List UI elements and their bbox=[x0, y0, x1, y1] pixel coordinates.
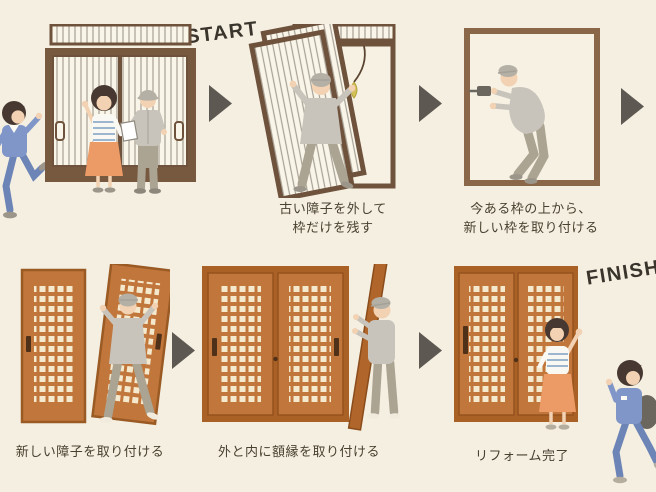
woman-figure bbox=[537, 318, 583, 430]
step-3-caption: 今ある枠の上から、 新しい枠を取り付ける bbox=[446, 199, 616, 237]
door-handle bbox=[463, 326, 468, 354]
caption-line: 外と内に額縁を取り付ける bbox=[218, 444, 381, 459]
step-3-illustration bbox=[464, 28, 600, 188]
caption-line: 新しい枠を取り付ける bbox=[463, 220, 599, 235]
caption-line: リフォーム完了 bbox=[474, 448, 570, 463]
door-handle bbox=[334, 338, 339, 356]
worker-figure bbox=[289, 73, 356, 192]
step-5-caption: 外と内に額縁を取り付ける bbox=[218, 442, 380, 461]
step-6-caption: リフォーム完了 bbox=[442, 446, 602, 465]
step-2-illustration bbox=[248, 24, 400, 198]
arrow-right-icon bbox=[209, 85, 232, 122]
door-handle bbox=[26, 336, 31, 352]
worker-figure bbox=[352, 297, 401, 419]
step-5-illustration bbox=[202, 264, 404, 434]
step-2-caption: 古い障子を外して 枠だけを残す bbox=[250, 199, 416, 237]
arrow-right-icon bbox=[419, 85, 442, 122]
door-handle bbox=[174, 121, 184, 141]
running-boy-right-illustration bbox=[602, 352, 656, 490]
caption-line: 今ある枠の上から、 bbox=[470, 201, 592, 216]
door-handle bbox=[212, 338, 217, 356]
hanging-cord bbox=[353, 45, 366, 83]
transom bbox=[49, 24, 192, 46]
arrow-right-icon bbox=[172, 332, 195, 369]
running-boy-left-illustration bbox=[0, 98, 46, 222]
worker-figure bbox=[119, 90, 167, 194]
arrow-right-icon bbox=[419, 332, 442, 369]
caption-line: 古い障子を外して bbox=[279, 201, 387, 216]
step-1-illustration bbox=[42, 24, 198, 196]
worker-figure bbox=[469, 65, 549, 184]
door-handle bbox=[55, 121, 65, 141]
arrow-right-icon bbox=[621, 88, 644, 125]
step-4-caption: 新しい障子を取り付ける bbox=[8, 442, 172, 461]
caption-line: 新しい障子を取り付ける bbox=[15, 444, 165, 459]
worker-figure bbox=[99, 293, 160, 423]
woman-figure bbox=[81, 85, 124, 193]
step-4-illustration bbox=[20, 264, 170, 434]
old-shoji-panels bbox=[248, 24, 367, 198]
caption-line: 枠だけを残す bbox=[292, 220, 374, 235]
step-6-illustration bbox=[454, 264, 604, 434]
drill bbox=[477, 86, 491, 96]
